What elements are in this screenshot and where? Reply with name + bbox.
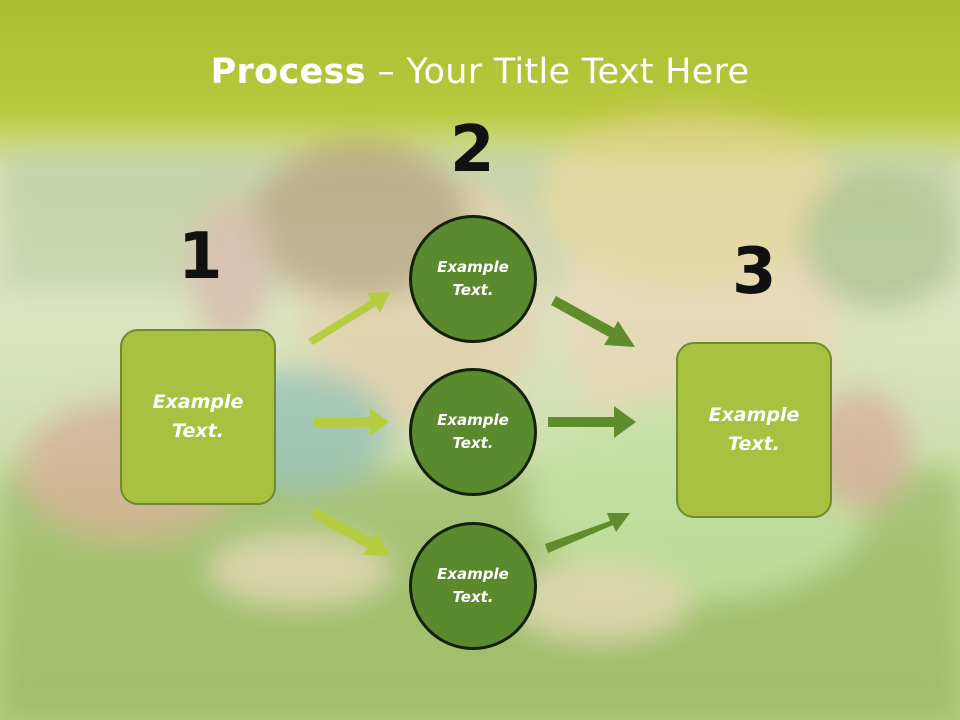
arrow-circle-2-to-right <box>548 406 636 438</box>
circle-1: Example Text. <box>409 215 537 343</box>
circle-2: Example Text. <box>409 368 537 496</box>
step-number-1: 1 <box>178 220 223 294</box>
right-box-label: Example Text. <box>708 404 800 455</box>
left-box-label: Example Text. <box>152 391 244 442</box>
arrow-circle-1-to-right <box>551 296 635 347</box>
slide-title: Process – Your Title Text Here <box>0 52 960 92</box>
circle-3: Example Text. <box>409 522 537 650</box>
step-number-2: 2 <box>450 113 495 187</box>
circle-2-label: Example Text. <box>437 411 509 452</box>
title-rest: – Your Title Text Here <box>365 52 750 92</box>
right-step-box: Example Text. <box>676 342 832 518</box>
circle-1-label: Example Text. <box>437 258 509 299</box>
left-step-box: Example Text. <box>120 329 276 505</box>
circle-3-label: Example Text. <box>437 565 509 606</box>
arrow-left-to-circle-2 <box>314 408 389 436</box>
step-number-3: 3 <box>732 235 777 309</box>
arrow-left-to-circle-3 <box>311 508 390 556</box>
arrow-left-to-circle-1 <box>308 292 390 345</box>
title-bold: Process <box>210 52 366 92</box>
arrow-circle-3-to-right <box>545 513 630 553</box>
